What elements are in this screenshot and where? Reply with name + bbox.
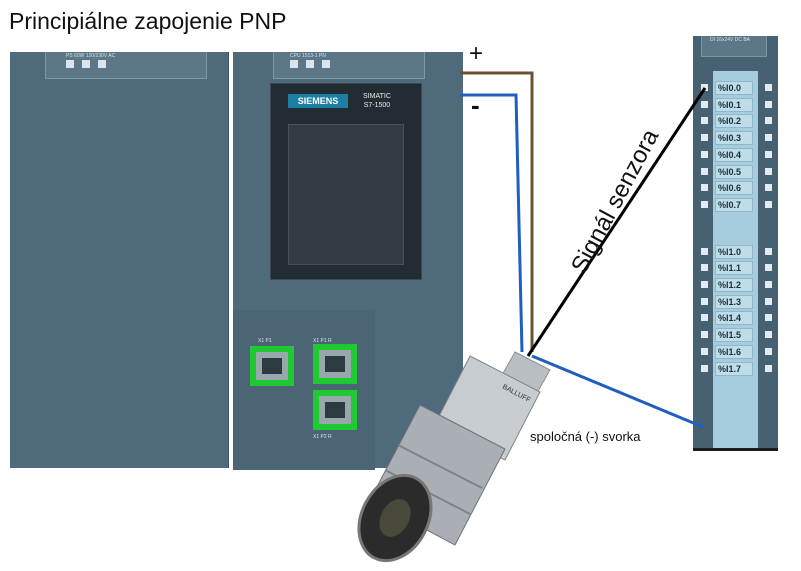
input-led [701, 150, 708, 158]
terminal-square [765, 331, 772, 339]
terminal-square [765, 347, 772, 355]
common-terminal-label: spoločná (-) svorka [530, 429, 641, 444]
terminal-square [765, 364, 772, 372]
terminal-square [765, 84, 772, 91]
input-address: %I1.7 [715, 361, 753, 376]
input-led [701, 134, 708, 142]
ethernet-port [313, 390, 357, 430]
ethernet-port [313, 344, 357, 384]
common-wire [531, 354, 704, 429]
ethernet-jack-icon [325, 356, 345, 372]
input-led [701, 100, 708, 108]
terminal-square [765, 167, 772, 175]
input-address: %I1.6 [715, 344, 753, 359]
input-address: %I1.3 [715, 294, 753, 309]
plus-wire [460, 71, 534, 352]
terminal-square [765, 200, 772, 208]
input-led [701, 347, 708, 355]
input-address: %I1.0 [715, 244, 753, 259]
terminal-square [765, 264, 772, 272]
input-address: %I1.4 [715, 311, 753, 326]
proximity-sensor [357, 351, 551, 563]
terminal-square [765, 117, 772, 125]
cpu-top-slot: CPU 1513-1 PN [273, 52, 425, 79]
minus-label: - [471, 90, 480, 120]
psu-led [82, 60, 90, 68]
input-led [701, 297, 708, 305]
input-address: %I1.5 [715, 328, 753, 343]
minus-wire [460, 93, 524, 353]
cpu-module: CPU 1513-1 PN SIEMENS SIMATIC S7-1500 X1… [233, 52, 463, 470]
input-address: %I0.1 [715, 97, 753, 112]
terminal-square [765, 134, 772, 142]
input-address: %I1.2 [715, 278, 753, 292]
cpu-port-panel: X1 P1 X1 P1 R X1 P2 R [233, 310, 375, 470]
cpu-display-panel: SIEMENS SIMATIC S7-1500 [270, 83, 422, 280]
diagram-title: Principiálne zapojenie PNP [9, 8, 287, 34]
terminal-square [765, 184, 772, 192]
input-led [701, 117, 708, 125]
input-address: %I0.0 [715, 81, 753, 95]
input-led [701, 247, 708, 255]
io-slot-label: DI 16x24V DC BA [710, 37, 751, 43]
input-led [701, 167, 708, 175]
ethernet-jack-icon [325, 402, 345, 418]
input-address: %I0.5 [715, 164, 753, 179]
terminal-square [765, 281, 772, 288]
cpu-screen [288, 124, 404, 265]
cpu-led [306, 60, 314, 68]
input-address: %I1.1 [715, 261, 753, 276]
cpu-model-line2: S7-1500 [363, 102, 391, 109]
psu-led [98, 60, 106, 68]
terminal-square [765, 100, 772, 108]
terminal-square [765, 247, 772, 255]
power-supply-module: PS 60W 120/230V AC [10, 52, 229, 468]
io-bottom-edge [693, 448, 778, 451]
psu-label: PS 60W 120/230V AC [66, 53, 116, 59]
input-led [701, 200, 708, 208]
signal-wire [526, 87, 707, 357]
ethernet-port [250, 346, 294, 386]
port-label: X1 P1 R [313, 338, 332, 344]
input-led [701, 184, 708, 192]
digital-input-module: DI 16x24V DC BA %I0.0%I0.1%I0.2%I0.3%I0.… [693, 36, 778, 451]
input-address: %I0.7 [715, 197, 753, 212]
input-led [701, 84, 708, 91]
input-led [701, 281, 708, 288]
input-led [701, 364, 708, 372]
terminal-square [765, 314, 772, 322]
ethernet-jack-icon [262, 358, 282, 374]
psu-top-slot: PS 60W 120/230V AC [45, 52, 207, 79]
cpu-model: SIMATIC S7-1500 [363, 92, 391, 110]
plus-label: + [469, 40, 484, 67]
cpu-led [290, 60, 298, 68]
io-top-slot: DI 16x24V DC BA [701, 36, 767, 57]
input-led [701, 314, 708, 322]
input-led [701, 331, 708, 339]
terminal-square [765, 297, 772, 305]
input-address: %I0.4 [715, 147, 753, 162]
input-address: %I0.6 [715, 181, 753, 196]
siemens-logo: SIEMENS [288, 94, 348, 108]
input-address: %I0.2 [715, 114, 753, 129]
cpu-slot-label: CPU 1513-1 PN [290, 53, 326, 59]
input-address: %I0.3 [715, 131, 753, 146]
port-label: X1 P2 R [313, 434, 332, 440]
terminal-square [765, 150, 772, 158]
cpu-model-line1: SIMATIC [363, 93, 391, 100]
input-led [701, 264, 708, 272]
port-label: X1 P1 [258, 338, 272, 344]
cpu-led [322, 60, 330, 68]
psu-led [66, 60, 74, 68]
